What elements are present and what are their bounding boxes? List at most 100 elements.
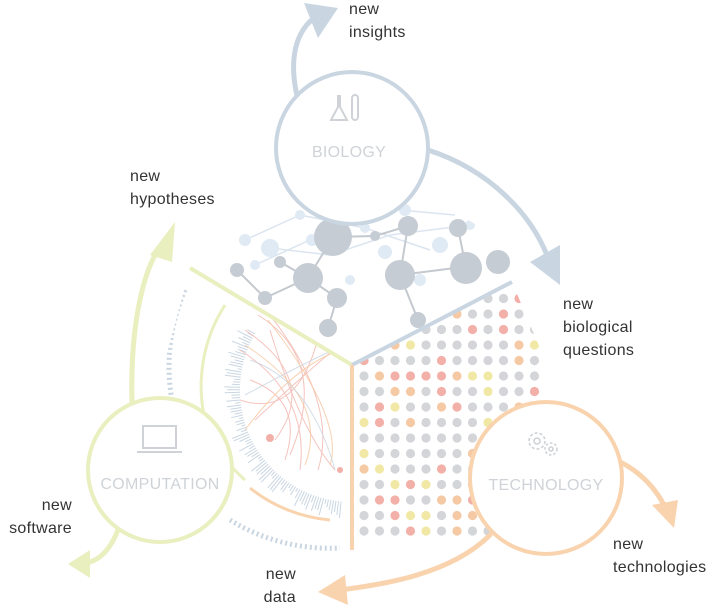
grid-dot [529, 293, 540, 304]
grid-dot [529, 324, 540, 335]
grid-dot [483, 309, 493, 319]
grid-dot [421, 448, 431, 459]
grid-dot [529, 309, 540, 319]
grid-dot [452, 510, 462, 521]
grid-dot [452, 448, 462, 459]
grid-dot [405, 448, 416, 459]
grid-dot [374, 448, 385, 459]
chord-tick [310, 496, 317, 511]
hub-biology: BIOLOGY [274, 70, 430, 226]
grid-dot [483, 355, 493, 366]
chord-tick [293, 490, 303, 507]
chord-tick [324, 498, 327, 504]
grid-dot [374, 293, 385, 304]
grid-dot [467, 309, 478, 319]
grid-dot [405, 355, 416, 366]
grid-dot [374, 464, 385, 474]
grid-dot [390, 386, 400, 397]
chord-tick [230, 407, 242, 410]
grid-dot [529, 355, 540, 366]
grid-dot [374, 479, 385, 490]
grid-dot [421, 340, 431, 350]
grid-dot [514, 282, 524, 288]
chord-tick [225, 368, 242, 373]
chord-tick [333, 500, 337, 513]
chord-tick [289, 485, 294, 492]
grid-dot [390, 324, 400, 335]
chord-tick [226, 399, 241, 402]
grid-dot [514, 340, 524, 350]
chord-tick [238, 442, 254, 452]
grid-dot [436, 433, 447, 443]
grid-dot [359, 479, 369, 490]
grid-dot [390, 402, 400, 412]
flask-test-tube-icon [329, 94, 359, 121]
grid-dot [436, 448, 447, 459]
grid-dot [436, 324, 447, 335]
arrowhead-questions [530, 245, 560, 285]
hub-computation: COMPUTATION [86, 396, 234, 544]
grid-dot [452, 402, 462, 412]
grid-dot [514, 309, 524, 319]
chord-tick [231, 414, 243, 419]
grid-dot [514, 324, 524, 335]
grid-dot [483, 324, 493, 335]
grid-dot [514, 371, 524, 381]
grid-dot [436, 510, 447, 521]
chord-tick [269, 476, 282, 491]
chord-tick [226, 372, 242, 376]
arrowhead-data [318, 575, 348, 605]
chord-tick [301, 492, 308, 505]
chord-tick [234, 378, 241, 381]
chord-tick [237, 346, 248, 351]
chord-tick [247, 329, 256, 335]
grid-dot [436, 386, 447, 397]
grid-dot [390, 479, 400, 490]
molecular-network [230, 204, 510, 337]
chord-tick [328, 499, 332, 511]
chord-tick [236, 426, 247, 432]
grid-dot [452, 526, 462, 536]
chord-tick [267, 474, 280, 489]
grid-dot [529, 386, 540, 397]
hub-technology-label: TECHNOLOGY [488, 477, 603, 494]
chord-tick [290, 486, 296, 496]
chord-tick [226, 404, 242, 408]
arrowhead-insights [304, 3, 338, 38]
label-new-biological-questions: new biological questions [563, 296, 635, 359]
grid-dot [514, 293, 524, 304]
chord-tick [256, 463, 269, 475]
chord-tick [247, 453, 261, 464]
grid-dot [359, 448, 369, 459]
grid-dot [374, 386, 385, 397]
label-new-data: new data [263, 566, 296, 606]
chord-tick [235, 351, 246, 356]
grid-dot [529, 282, 540, 288]
grid-dot [359, 386, 369, 397]
grid-dot [359, 293, 369, 304]
grid-dot [421, 417, 431, 428]
grid-dot [467, 510, 478, 521]
chord-tick [232, 381, 241, 383]
grid-dot [390, 309, 400, 319]
grid-dot [405, 464, 416, 474]
grid-dot [374, 371, 385, 381]
grid-dot [374, 417, 385, 428]
grid-dot [359, 464, 369, 474]
grid-dot [514, 386, 524, 397]
chord-tick [246, 440, 253, 445]
chord-tick [231, 340, 249, 349]
grid-dot [436, 495, 447, 505]
grid-dot [436, 371, 447, 381]
chord-tick [224, 374, 241, 378]
grid-dot [359, 402, 369, 412]
grid-dot [374, 324, 385, 335]
grid-dot [390, 526, 400, 536]
grid-dot [405, 417, 416, 428]
arrowhead-technologies [652, 500, 678, 528]
grid-dot [467, 355, 478, 366]
chord-tick [237, 368, 242, 371]
label-new-technologies: new technologies [613, 536, 707, 576]
grid-dot [421, 355, 431, 366]
